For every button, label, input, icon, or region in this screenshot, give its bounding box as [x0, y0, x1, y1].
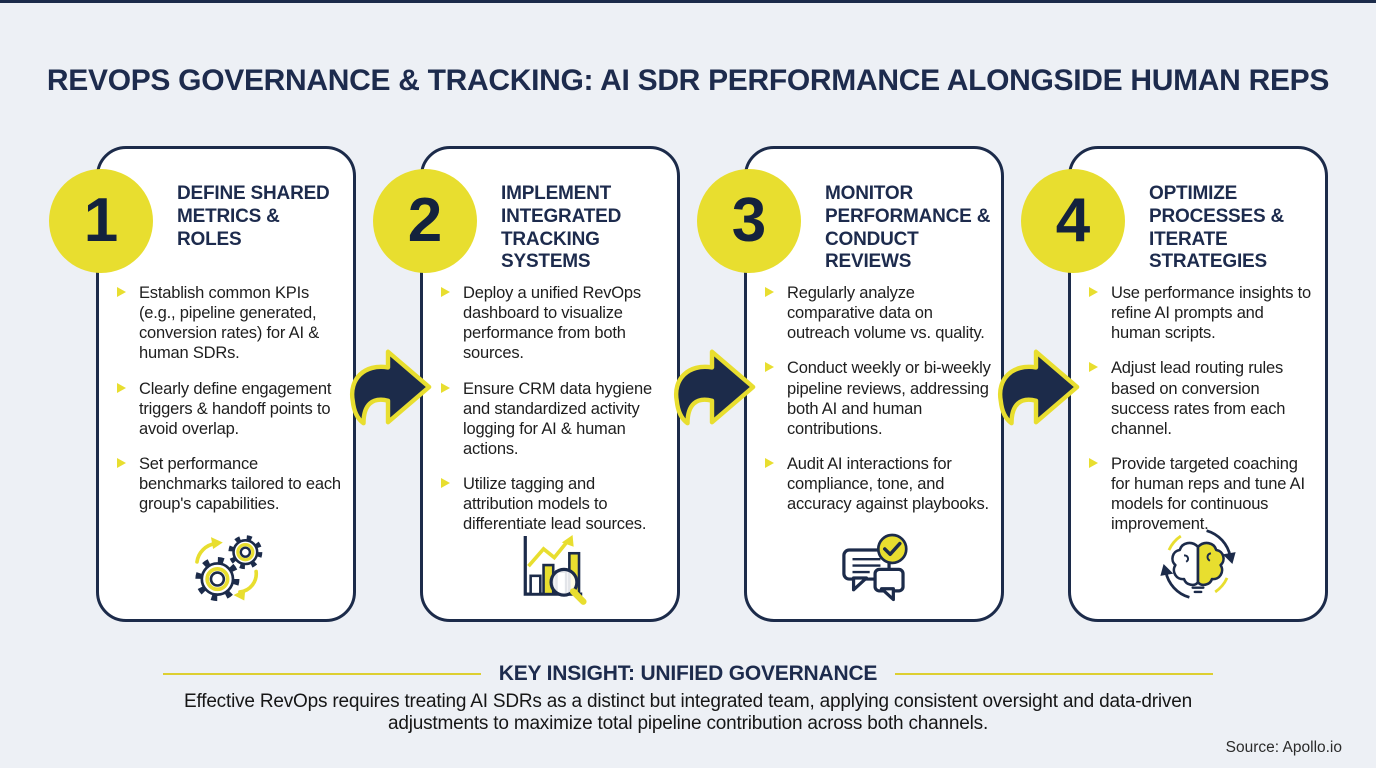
bullet-triangle-icon	[765, 287, 774, 297]
bullet-triangle-icon	[1089, 362, 1098, 373]
bullet-triangle-icon	[441, 382, 450, 393]
bullet-text: Establish common KPIs (e.g., pipeline ge…	[139, 284, 320, 363]
bullet-text: Deploy a unified RevOps dashboard to vis…	[463, 284, 641, 363]
step-number: 1	[83, 186, 119, 255]
bullet-triangle-icon	[441, 287, 450, 297]
step-1-bullets: Establish common KPIs (e.g., pipeline ge…	[117, 283, 345, 529]
brain-cycle-icon	[1155, 521, 1241, 607]
bullet-triangle-icon	[765, 362, 774, 373]
step-2-title: IMPLEMENT INTEGRATED TRACKING SYSTEMS	[501, 183, 622, 273]
bullet-text: Provide targeted coaching for human reps…	[1111, 454, 1305, 534]
bullet-item: Adjust lead routing rules based on conve…	[1089, 358, 1317, 439]
bullet-text: Ensure CRM data hygiene and standardized…	[463, 379, 652, 458]
bullet-text: Use performance insights to refine AI pr…	[1111, 284, 1312, 343]
bullet-item: Use performance insights to refine AI pr…	[1089, 283, 1317, 343]
bullet-item: Establish common KPIs (e.g., pipeline ge…	[117, 283, 345, 364]
key-insight-header: KEY INSIGHT: UNIFIED GOVERNANCE	[0, 662, 1376, 686]
gears-process-icon	[183, 521, 269, 607]
step-3-title: MONITOR PERFORMANCE & CONDUCT REVIEWS	[825, 183, 991, 273]
arrow-right-icon	[663, 340, 761, 434]
step-3-bullets: Regularly analyze comparative data on ou…	[765, 283, 993, 529]
bullet-triangle-icon	[765, 457, 774, 468]
arrow-right-icon	[987, 340, 1085, 434]
bullet-item: Regularly analyze comparative data on ou…	[765, 283, 993, 343]
bullet-triangle-icon	[1089, 457, 1098, 468]
step-card-2: 2 IMPLEMENT INTEGRATED TRACKING SYSTEMS …	[373, 146, 680, 622]
key-insight-title: KEY INSIGHT: UNIFIED GOVERNANCE	[498, 662, 878, 685]
chat-check-icon	[831, 521, 917, 607]
top-accent-bar	[0, 0, 1376, 3]
step-2-number-badge: 2	[373, 169, 477, 273]
step-2-bullets: Deploy a unified RevOps dashboard to vis…	[441, 283, 669, 549]
bullet-item: Set performance benchmarks tailored to e…	[117, 454, 345, 514]
step-number: 3	[731, 186, 767, 255]
bullet-triangle-icon	[441, 478, 450, 488]
step-number: 2	[407, 186, 443, 255]
bullet-text: Clearly define engagement triggers & han…	[139, 379, 332, 438]
bullet-item: Conduct weekly or bi-weekly pipeline rev…	[765, 358, 993, 439]
bullet-triangle-icon	[1089, 287, 1098, 297]
bullet-triangle-icon	[117, 287, 126, 297]
step-number: 4	[1055, 186, 1091, 255]
step-1-number-badge: 1	[49, 169, 153, 273]
step-card-4: 4 OPTIMIZE PROCESSES & ITERATE STRATEGIE…	[1021, 146, 1328, 622]
bullet-item: Utilize tagging and attribution models t…	[441, 474, 669, 534]
bullet-text: Conduct weekly or bi-weekly pipeline rev…	[787, 359, 991, 438]
step-3-number-badge: 3	[697, 169, 801, 273]
step-1-title: DEFINE SHARED METRICS & ROLES	[177, 183, 330, 250]
step-4-number-badge: 4	[1021, 169, 1125, 273]
bullet-text: Regularly analyze comparative data on ou…	[787, 284, 985, 343]
bullet-item: Audit AI interactions for compliance, to…	[765, 454, 993, 514]
bullet-item: Provide targeted coaching for human reps…	[1089, 454, 1317, 535]
step-card-1: 1 DEFINE SHARED METRICS & ROLES Establis…	[49, 146, 356, 622]
step-4-bullets: Use performance insights to refine AI pr…	[1089, 283, 1317, 549]
divider-line-right	[895, 672, 1214, 676]
bullet-text: Utilize tagging and attribution models t…	[463, 475, 647, 534]
bullet-triangle-icon	[117, 382, 126, 393]
source-attribution: Source: Apollo.io	[1225, 739, 1342, 756]
page-title: REVOPS GOVERNANCE & TRACKING: AI SDR PER…	[46, 64, 1330, 97]
divider-line-left	[162, 672, 481, 676]
step-card-3: 3 MONITOR PERFORMANCE & CONDUCT REVIEWS …	[697, 146, 1004, 622]
bullet-item: Clearly define engagement triggers & han…	[117, 379, 345, 439]
bullet-text: Adjust lead routing rules based on conve…	[1111, 359, 1286, 438]
arrow-right-icon	[339, 340, 437, 434]
bullet-triangle-icon	[117, 457, 126, 468]
chart-magnifier-icon	[507, 521, 593, 607]
bullet-item: Deploy a unified RevOps dashboard to vis…	[441, 283, 669, 364]
bullet-text: Set performance benchmarks tailored to e…	[139, 454, 341, 514]
step-4-title: OPTIMIZE PROCESSES & ITERATE STRATEGIES	[1149, 183, 1285, 273]
bullet-text: Audit AI interactions for compliance, to…	[787, 454, 989, 514]
bullet-item: Ensure CRM data hygiene and standardized…	[441, 379, 669, 460]
key-insight-body: Effective RevOps requires treating AI SD…	[184, 691, 1192, 735]
